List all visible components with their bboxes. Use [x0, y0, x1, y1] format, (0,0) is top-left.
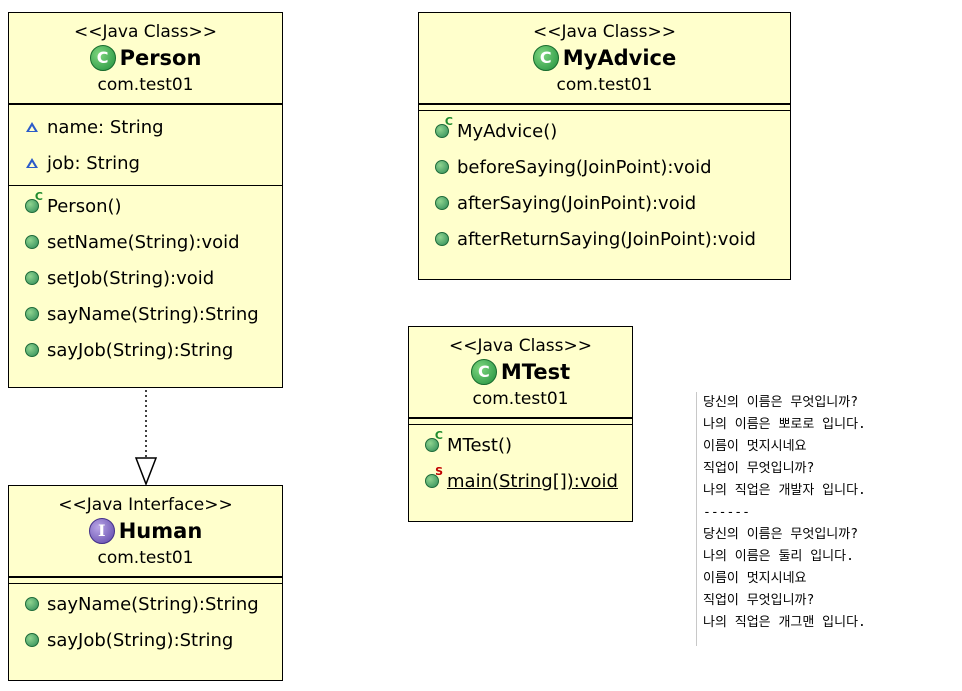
static-method-icon: S [423, 466, 443, 490]
console-line: 당신의 이름은 무엇입니까? [703, 395, 859, 410]
class-c-icon: C [470, 359, 497, 385]
field-label: job: String [47, 152, 140, 174]
method-label: setJob(String):void [47, 267, 215, 289]
method-row[interactable]: sayName(String):String [9, 296, 282, 332]
method-label: sayJob(String):String [47, 339, 234, 361]
package-label: com.test01 [556, 75, 653, 95]
empty-fields-section [409, 418, 632, 424]
interface-name: Human [118, 519, 203, 543]
myadvice-class-box[interactable]: <<Java Class>> C MyAdvice com.test01 C M… [418, 12, 791, 280]
method-row[interactable]: setJob(String):void [9, 260, 282, 296]
console-line: 직업이 무엇입니까? [703, 461, 815, 476]
constructor-icon: C [23, 191, 43, 215]
interface-i-icon: I [88, 518, 115, 544]
method-row[interactable]: sayJob(String):String [9, 332, 282, 368]
method-label: sayJob(String):String [47, 629, 234, 651]
stereotype-label: <<Java Class>> [73, 22, 217, 42]
person-class-box[interactable]: <<Java Class>> C Person com.test01 name:… [8, 12, 283, 388]
method-label: main(String[]):void [447, 470, 618, 492]
method-row[interactable]: C MTest() [409, 427, 632, 463]
method-label: afterReturnSaying(JoinPoint):void [457, 228, 756, 250]
mtest-class-box[interactable]: <<Java Class>> C MTest com.test01 C MTes… [408, 326, 633, 522]
method-row[interactable]: sayName(String):String [9, 586, 282, 622]
field-row[interactable]: name: String [9, 109, 282, 145]
method-row[interactable]: C Person() [9, 188, 282, 224]
console-line: 나의 직업은 개그맨 입니다. [703, 615, 866, 630]
method-label: sayName(String):String [47, 303, 259, 325]
stereotype-label: <<Java Class>> [448, 336, 592, 356]
methods-section: C MTest() S main(String[]):void [409, 424, 632, 503]
package-label: com.test01 [97, 75, 194, 95]
method-dot-icon [433, 158, 451, 176]
field-triangle-icon [23, 118, 41, 136]
person-class-header: <<Java Class>> C Person com.test01 [9, 13, 282, 104]
method-dot-icon [433, 194, 451, 212]
method-row[interactable]: setName(String):void [9, 224, 282, 260]
stereotype-label: <<Java Class>> [532, 22, 676, 42]
field-row[interactable]: job: String [9, 145, 282, 181]
method-label: sayName(String):String [47, 593, 259, 615]
method-dot-icon [23, 269, 41, 287]
console-line: 이름이 멋지시네요 [703, 571, 807, 586]
package-label: com.test01 [472, 389, 569, 409]
method-row[interactable]: S main(String[]):void [409, 463, 632, 499]
console-line: 당신의 이름은 무엇입니까? [703, 527, 859, 542]
method-label: MyAdvice() [457, 120, 558, 142]
method-dot-icon [433, 230, 451, 248]
console-line: 이름이 멋지시네요 [703, 439, 807, 454]
method-row[interactable]: afterSaying(JoinPoint):void [419, 185, 790, 221]
class-name: Person [119, 46, 202, 70]
human-interface-box[interactable]: <<Java Interface>> I Human com.test01 sa… [8, 485, 283, 681]
human-interface-header: <<Java Interface>> I Human com.test01 [9, 486, 282, 577]
myadvice-class-header: <<Java Class>> C MyAdvice com.test01 [419, 13, 790, 104]
method-dot-icon [23, 595, 41, 613]
console-line: 나의 이름은 뽀로로 입니다. [703, 417, 866, 432]
constructor-icon: C [433, 116, 453, 140]
method-row[interactable]: C MyAdvice() [419, 113, 790, 149]
method-dot-icon [23, 233, 41, 251]
empty-fields-section [419, 104, 790, 110]
method-label: MTest() [447, 434, 513, 456]
interface-name-row: I Human [9, 516, 282, 546]
class-name-row: C MyAdvice [419, 43, 790, 73]
methods-section: C Person() setName(String):void setJob(S… [9, 185, 282, 372]
class-c-icon: C [532, 45, 559, 71]
method-label: beforeSaying(JoinPoint):void [457, 156, 712, 178]
class-name: MTest [500, 360, 571, 384]
class-c-icon: C [89, 45, 116, 71]
stereotype-label: <<Java Interface>> [58, 495, 233, 515]
methods-section: sayName(String):String sayJob(String):St… [9, 583, 282, 662]
method-label: Person() [47, 195, 122, 217]
class-name: MyAdvice [562, 46, 677, 70]
mtest-class-header: <<Java Class>> C MTest com.test01 [409, 327, 632, 418]
method-dot-icon [23, 305, 41, 323]
method-row[interactable]: sayJob(String):String [9, 622, 282, 658]
console-line: 나의 이름은 둘리 입니다. [703, 549, 854, 564]
method-dot-icon [23, 341, 41, 359]
method-row[interactable]: beforeSaying(JoinPoint):void [419, 149, 790, 185]
fields-section: name: String job: String [9, 104, 282, 185]
console-output: 당신의 이름은 무엇입니까? 나의 이름은 뽀로로 입니다. 이름이 멋지시네요… [696, 392, 962, 646]
field-label: name: String [47, 116, 164, 138]
console-line: 나의 직업은 개발자 입니다. [703, 483, 866, 498]
console-line: 직업이 무엇입니까? [703, 593, 815, 608]
method-dot-icon [23, 631, 41, 649]
class-name-row: C MTest [409, 357, 632, 387]
package-label: com.test01 [97, 548, 194, 568]
class-name-row: C Person [9, 43, 282, 73]
field-triangle-icon [23, 154, 41, 172]
console-line: ------ [703, 505, 750, 520]
method-row[interactable]: afterReturnSaying(JoinPoint):void [419, 221, 790, 257]
method-label: afterSaying(JoinPoint):void [457, 192, 697, 214]
methods-section: C MyAdvice() beforeSaying(JoinPoint):voi… [419, 110, 790, 261]
empty-fields-section [9, 577, 282, 583]
method-label: setName(String):void [47, 231, 240, 253]
realization-arrow [134, 390, 158, 487]
constructor-icon: C [423, 430, 443, 454]
